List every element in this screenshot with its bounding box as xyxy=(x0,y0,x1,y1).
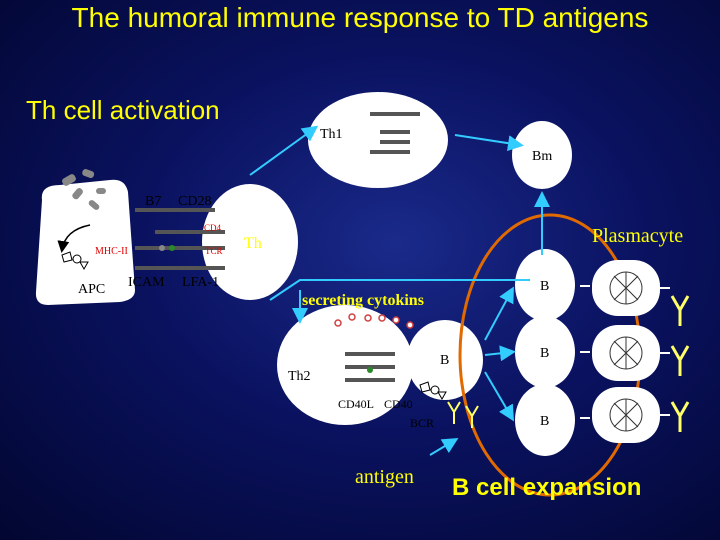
arrow-to-b3 xyxy=(484,371,515,422)
plasma-cell-1 xyxy=(592,260,660,316)
arrows xyxy=(249,125,550,456)
label-bcr: BCR xyxy=(410,416,434,430)
plasma-cell-3 xyxy=(592,387,660,443)
label-cd4: CD4 xyxy=(204,223,222,233)
antibodies xyxy=(670,295,690,432)
plasma-cell-2 xyxy=(592,325,660,381)
label-cd40: CD40 xyxy=(384,397,413,411)
label-mhc2: MHC-II xyxy=(95,246,128,257)
label-b-center: B xyxy=(440,353,449,368)
arrow-th1-to-bm xyxy=(454,134,524,152)
plasma-cells xyxy=(592,260,660,443)
label-apc: APC xyxy=(78,282,105,297)
label-th: Th xyxy=(244,235,262,252)
label-secreting: secreting cytokins xyxy=(302,292,424,309)
label-icam: ICAM xyxy=(128,275,165,290)
label-tcr: TCR xyxy=(205,246,223,256)
b-cell-right-2 xyxy=(515,316,575,388)
label-cd40l: CD40L xyxy=(338,397,374,411)
labels: Th1 Bm B7 CD28 CD4 MHC-II TCR Th APC ICA… xyxy=(78,127,683,488)
label-th2: Th2 xyxy=(288,369,311,384)
b-cell-right-1 xyxy=(515,249,575,321)
label-th1: Th1 xyxy=(320,127,343,142)
label-lfa1: LFA-1 xyxy=(182,275,219,290)
th-cell xyxy=(202,184,298,300)
label-cd28: CD28 xyxy=(178,194,211,209)
label-bm: Bm xyxy=(532,149,552,164)
cytokine-dots xyxy=(334,313,414,329)
b-cell-right-3 xyxy=(515,384,575,456)
receptor-bars xyxy=(135,208,225,270)
apc-particles xyxy=(62,169,106,210)
label-b-right-2: B xyxy=(540,346,549,361)
label-antigen: antigen xyxy=(355,466,414,488)
b-cell-center xyxy=(407,320,483,400)
label-b7: B7 xyxy=(145,194,161,209)
arrow-antigen xyxy=(429,437,459,456)
bcr-antibodies xyxy=(447,401,479,428)
arrow-to-b1 xyxy=(484,286,514,341)
subtitle: Th cell activation xyxy=(26,95,220,125)
bm-cell xyxy=(512,121,572,189)
arrow-to-b2 xyxy=(484,345,516,362)
label-b-right-1: B xyxy=(540,279,549,294)
slide-title: The humoral immune response to TD antige… xyxy=(71,2,649,33)
footer-label: B cell expansion xyxy=(452,474,642,501)
apc-antigen-fragments xyxy=(61,251,89,271)
apc-cell xyxy=(35,179,135,305)
label-plasmacyte: Plasmacyte xyxy=(592,225,683,247)
arrow-to-plasmacyte-line xyxy=(269,279,530,301)
arrow-to-th1 xyxy=(249,125,319,176)
label-b-right-3: B xyxy=(540,414,549,429)
